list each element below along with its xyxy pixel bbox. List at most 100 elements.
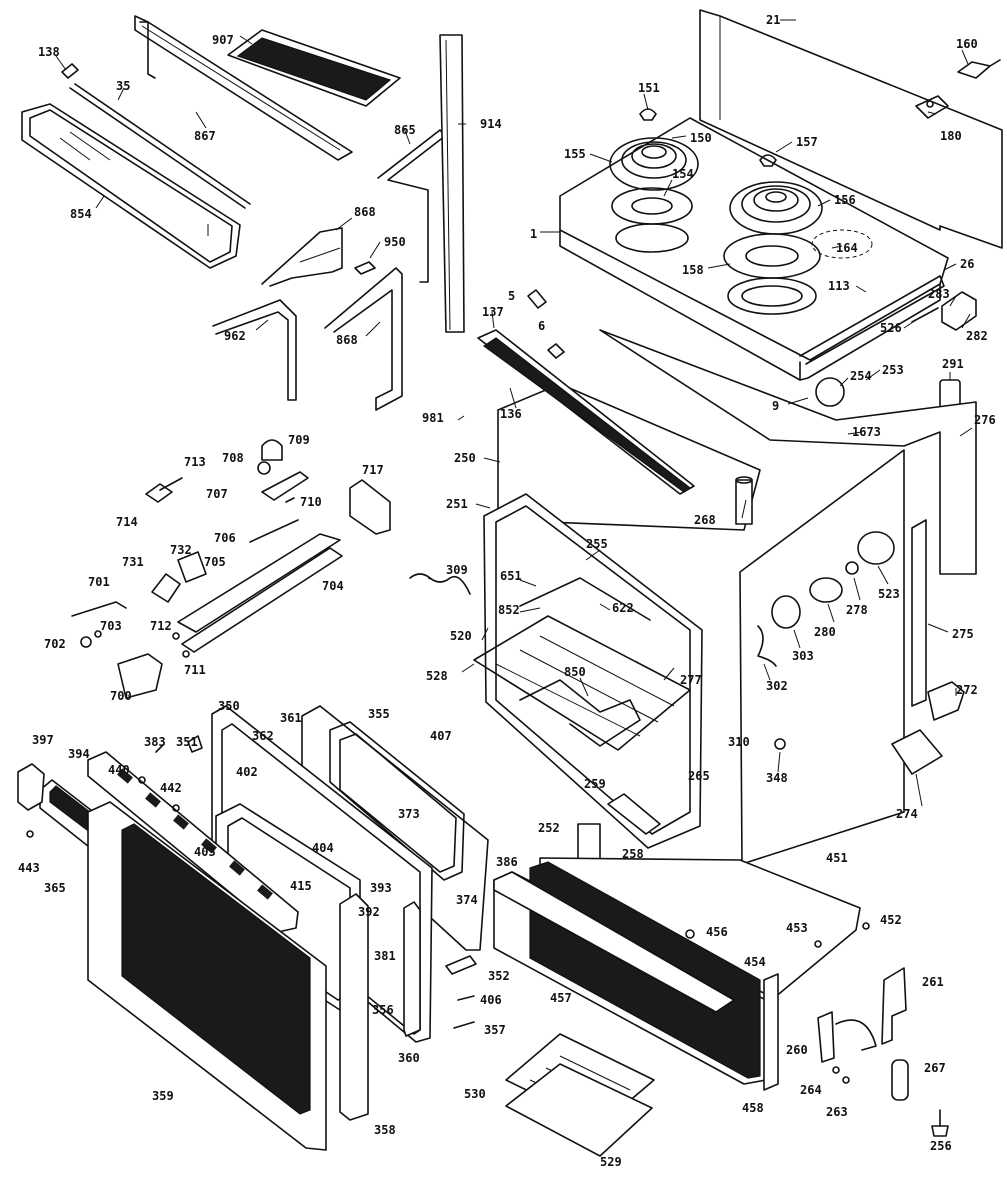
control-panel-group: [21, 15, 465, 411]
latch-700: [117, 653, 163, 699]
label-1673: 1673: [852, 425, 881, 439]
bracket-272: [927, 681, 965, 721]
label-529: 529: [600, 1155, 622, 1169]
label-415: 415: [290, 879, 312, 893]
label-981: 981: [422, 411, 444, 425]
label-256: 256: [930, 1139, 952, 1153]
part-714: [159, 477, 183, 491]
broiler-pan-529: [505, 1063, 653, 1157]
label-392: 392: [358, 905, 380, 919]
bracket-868-lower: [324, 267, 403, 411]
door-side-358: [339, 893, 369, 1121]
receptacle-151: [639, 108, 657, 121]
label-714: 714: [116, 515, 138, 529]
label-259: 259: [584, 777, 606, 791]
label-710: 710: [300, 495, 322, 509]
drip-pan-155: [609, 137, 699, 191]
label-136: 136: [500, 407, 522, 421]
label-868b: 868: [336, 333, 358, 347]
label-351: 351: [176, 735, 198, 749]
label-867: 867: [194, 129, 216, 143]
label-348: 348: [766, 771, 788, 785]
label-700: 700: [110, 689, 132, 703]
label-854: 854: [70, 207, 92, 221]
label-622: 622: [612, 601, 634, 615]
label-151: 151: [638, 81, 660, 95]
label-717: 717: [362, 463, 384, 477]
drawer-side-458: [763, 973, 779, 1091]
pin-383: [155, 743, 165, 753]
door-group: [17, 705, 489, 1151]
rail-704: [181, 547, 343, 653]
label-251: 251: [446, 497, 468, 511]
label-950: 950: [384, 235, 406, 249]
receptacle-157: [759, 154, 777, 167]
valve-254: [815, 377, 845, 407]
label-707: 707: [206, 487, 228, 501]
outer-wrap-276: [599, 329, 977, 575]
part-732: [177, 551, 207, 583]
latch-group: [71, 439, 391, 699]
part-710: [285, 497, 295, 503]
label-713: 713: [184, 455, 206, 469]
label-407: 407: [430, 729, 452, 743]
door-trim-394: [87, 751, 299, 933]
label-361: 361: [280, 711, 302, 725]
label-164: 164: [836, 241, 858, 255]
part-731: [151, 573, 181, 603]
bracket-865: [377, 129, 446, 283]
screw-263: [842, 1076, 850, 1084]
label-520: 520: [450, 629, 472, 643]
label-26: 26: [960, 257, 974, 271]
label-732: 732: [170, 543, 192, 557]
label-440: 440: [108, 763, 130, 777]
label-263: 263: [826, 1105, 848, 1119]
label-356b: 358: [374, 1123, 396, 1137]
label-708: 708: [222, 451, 244, 465]
label-265: 265: [688, 769, 710, 783]
label-712: 712: [150, 619, 172, 633]
screw-357: [453, 1021, 475, 1029]
label-356a: 356: [372, 1003, 394, 1017]
label-381: 381: [374, 949, 396, 963]
part-352: [445, 955, 477, 975]
label-280: 280: [814, 625, 836, 639]
side-panel-310: [739, 449, 905, 865]
label-264: 264: [800, 1083, 822, 1097]
label-155: 155: [564, 147, 586, 161]
clip-950: [354, 261, 376, 275]
label-1: 1: [530, 227, 537, 241]
label-373: 373: [398, 807, 420, 821]
label-137: 137: [482, 305, 504, 319]
wire-302: [757, 625, 777, 667]
label-357: 357: [484, 1023, 506, 1037]
label-309: 309: [446, 563, 468, 577]
label-453: 453: [786, 921, 808, 935]
label-705: 705: [204, 555, 226, 569]
part-706: [249, 519, 299, 543]
label-359: 359: [152, 1089, 174, 1103]
vent-grille-pattern: [236, 37, 392, 101]
label-260: 260: [786, 1043, 808, 1057]
label-302: 302: [766, 679, 788, 693]
label-865: 865: [394, 123, 416, 137]
switch-282: [941, 291, 977, 331]
cooktop-group: [527, 9, 1003, 415]
label-454: 454: [744, 955, 766, 969]
label-355: 355: [368, 707, 390, 721]
oven-liner-520: [483, 493, 703, 849]
screw-456: [685, 929, 695, 939]
label-272: 272: [956, 683, 978, 697]
label-442: 442: [160, 781, 182, 795]
part-701: [71, 601, 127, 617]
label-255: 255: [586, 537, 608, 551]
rail-26: [799, 275, 945, 365]
part-711: [182, 650, 190, 658]
broil-element-852: [519, 577, 651, 621]
screw-442: [172, 804, 180, 812]
label-868a: 868: [354, 205, 376, 219]
label-386: 386: [496, 855, 518, 869]
label-393: 393: [370, 881, 392, 895]
label-6: 6: [538, 319, 545, 333]
